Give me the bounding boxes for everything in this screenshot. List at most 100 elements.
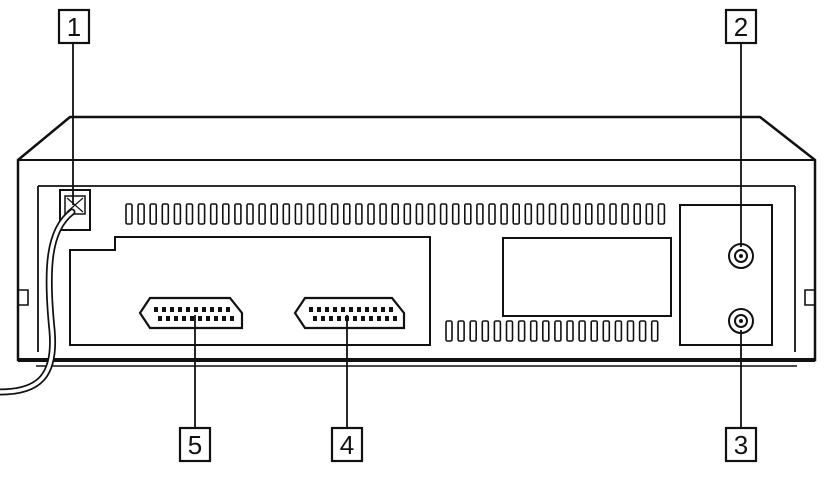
vent-slot: [185, 203, 194, 225]
device-body: [16, 115, 817, 367]
vent-slot: [572, 203, 581, 225]
scart-pin: [186, 307, 190, 312]
scart-pin: [182, 316, 186, 321]
vent-slot: [161, 203, 170, 225]
vent-slot: [638, 320, 647, 342]
vent-slot: [234, 203, 242, 225]
vent-slot: [415, 203, 424, 225]
vent-slot: [602, 320, 611, 342]
callout-4: 4: [330, 426, 364, 463]
vent-slot: [505, 320, 514, 342]
ventilation-slots-top: [125, 203, 666, 225]
vent-slot: [609, 203, 617, 225]
scart-pin: [369, 316, 373, 321]
vent-slot: [173, 203, 182, 225]
scart-pin: [210, 307, 214, 312]
scart-pin: [170, 307, 174, 312]
vent-slot: [246, 203, 254, 225]
rating-label-plate: [502, 237, 672, 317]
vent-slot: [657, 203, 666, 225]
scart-pin: [325, 307, 329, 312]
vent-slot: [536, 203, 545, 225]
vent-slot: [578, 320, 586, 342]
scart-pin: [194, 307, 198, 312]
power-cord: [0, 208, 76, 396]
scart-pin: [377, 316, 381, 321]
scart-pin: [218, 307, 222, 312]
scart-connector-icon: [138, 296, 244, 330]
callout-5: 5: [178, 426, 212, 463]
vent-slot: [457, 320, 465, 342]
leader-lines: [72, 42, 742, 428]
vent-slot: [270, 203, 279, 225]
scart-pin: [178, 307, 182, 312]
vent-slot: [391, 203, 400, 225]
vent-slot: [294, 203, 303, 225]
vent-slot: [493, 320, 502, 342]
scart-pin: [373, 307, 377, 312]
vent-slot: [318, 203, 327, 225]
vent-slot: [367, 203, 375, 225]
scart-pin: [222, 316, 226, 321]
scart-pin: [313, 316, 317, 321]
vent-slot: [469, 320, 478, 342]
vent-slot: [590, 320, 599, 342]
scart-pin: [337, 316, 341, 321]
vent-slot: [524, 203, 533, 225]
callout-label: 1: [67, 12, 81, 42]
scart-pin: [202, 307, 206, 312]
vent-slot: [403, 203, 412, 225]
vent-slot: [149, 203, 157, 225]
scart-pin: [333, 307, 337, 312]
scart-pin: [226, 307, 230, 312]
vent-slot: [222, 203, 230, 225]
vent-slot: [645, 203, 654, 225]
vent-slot: [614, 320, 623, 342]
vent-slot: [512, 203, 521, 225]
scart-pin: [158, 316, 162, 321]
vent-slot: [481, 320, 490, 342]
scart-pin: [206, 316, 210, 321]
vent-slot: [626, 320, 635, 342]
vent-slot: [463, 203, 472, 225]
callout-label: 3: [734, 430, 748, 460]
vent-slot: [209, 203, 218, 225]
vent-slot: [597, 203, 605, 225]
vent-slot: [560, 203, 569, 225]
vent-slot: [621, 203, 629, 225]
scart-pin: [317, 307, 321, 312]
scart-pin: [353, 316, 357, 321]
scart-pin: [349, 307, 353, 312]
scart-pin: [309, 307, 313, 312]
callout-1: 1: [57, 8, 91, 45]
vent-slot: [584, 203, 593, 225]
vent-slot: [566, 320, 574, 342]
scart-pin: [190, 316, 194, 321]
scart-pin: [198, 316, 202, 321]
scart-pin: [381, 307, 385, 312]
vent-slot: [500, 203, 508, 225]
vent-slot: [137, 203, 145, 225]
scart-pin: [393, 316, 397, 321]
vent-slot: [541, 320, 550, 342]
scart-pin: [361, 316, 365, 321]
callout-2: 2: [724, 8, 758, 45]
vent-slot: [379, 203, 387, 225]
callout-label: 4: [340, 430, 354, 460]
vent-slot: [451, 203, 460, 225]
vent-slot: [488, 203, 496, 225]
scart-pin: [385, 316, 389, 321]
scart-pin: [357, 307, 361, 312]
vent-slot: [445, 320, 453, 342]
power-cord-inlet-icon: [59, 189, 91, 231]
vent-slot: [306, 203, 315, 225]
ventilation-slots-bottom: [445, 320, 659, 342]
scart-pin: [166, 316, 170, 321]
vent-slot: [125, 203, 133, 225]
scart-pin: [341, 307, 345, 312]
vent-slot: [258, 203, 266, 225]
vent-slot: [548, 203, 557, 225]
antenna-panel: [679, 204, 773, 346]
scart-pin: [154, 307, 158, 312]
